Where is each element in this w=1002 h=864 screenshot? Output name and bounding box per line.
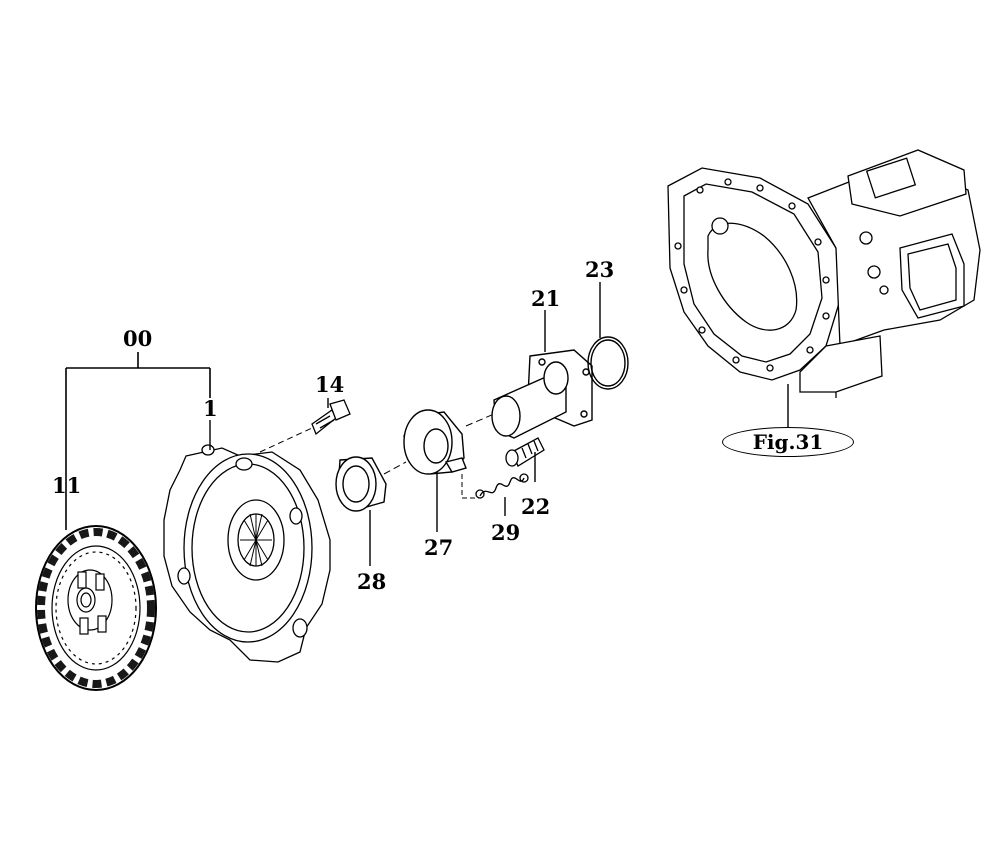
release-bearing [335, 456, 387, 512]
callout-27: 27 [424, 535, 454, 560]
centerline-bolt [259, 427, 313, 453]
figure-reference-link[interactable]: Fig.31 [722, 427, 854, 457]
bolt [311, 399, 351, 436]
pressure-plate [163, 444, 331, 663]
callout-29: 29 [491, 520, 521, 545]
spring [475, 473, 529, 499]
clutch-disc [35, 525, 157, 691]
centerline-spring [461, 474, 480, 499]
callout-21: 21 [531, 286, 561, 311]
callout-11: 11 [52, 473, 82, 498]
callout-28: 28 [357, 569, 387, 594]
assembly-bracket [65, 352, 211, 530]
release-bearing-carrier [403, 409, 467, 475]
transmission-housing [667, 149, 981, 398]
callout-23: 23 [585, 257, 615, 282]
guide-sleeve [491, 349, 593, 439]
screw [505, 437, 545, 467]
callout-00: 00 [123, 326, 153, 351]
callout-22: 22 [521, 494, 551, 519]
callout-14: 14 [315, 372, 345, 397]
callout-1: 1 [203, 396, 218, 421]
o-ring [587, 336, 629, 390]
